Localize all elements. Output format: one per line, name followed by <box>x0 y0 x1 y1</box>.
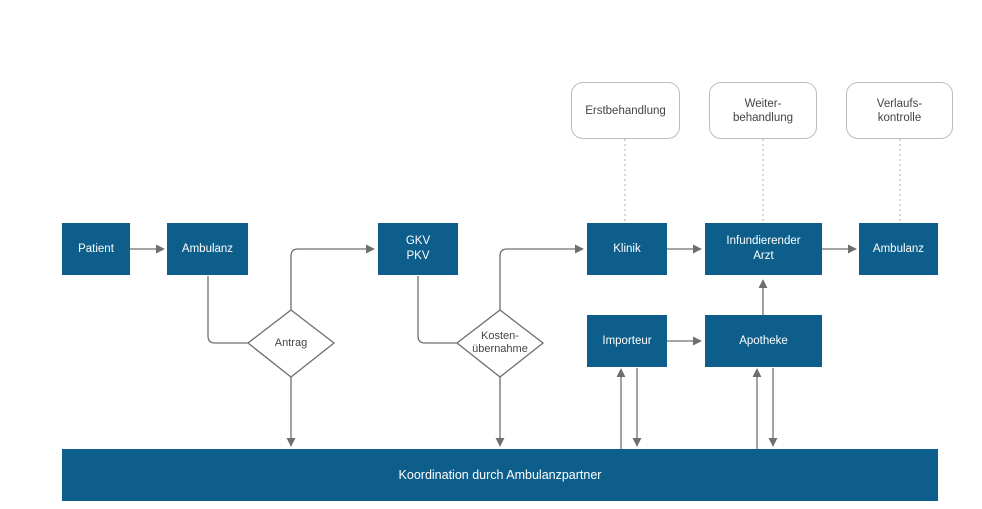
node-klinik: Klinik <box>587 223 667 275</box>
node-gkv-pkv: GKV PKV <box>378 223 458 275</box>
decision-antrag: Antrag <box>274 336 308 349</box>
node-apotheke: Apotheke <box>705 315 822 367</box>
decision-kostenuebernahme: Kosten- übernahme <box>472 330 528 355</box>
coordination-bar: Koordination durch Ambulanzpartner <box>62 449 938 501</box>
phase-verlaufskontrolle: Verlaufs- kontrolle <box>846 82 953 139</box>
arrow-antrag-gkv <box>290 244 375 310</box>
node-importeur: Importeur <box>587 315 667 367</box>
node-ambulanz-end: Ambulanz <box>859 223 938 275</box>
arrow-kosten-klinik <box>499 244 584 310</box>
line-gkv-kosten <box>417 276 459 344</box>
line-ambulanz-antrag <box>207 276 249 344</box>
phase-weiterbehandlung: Weiter- behandlung <box>709 82 817 139</box>
diamond-antrag-shape <box>246 309 336 378</box>
node-patient: Patient <box>62 223 130 275</box>
phase-erstbehandlung: Erstbehandlung <box>571 82 680 139</box>
diamond-kosten-shape <box>455 309 545 378</box>
node-ambulanz-start: Ambulanz <box>167 223 248 275</box>
node-infundierender-arzt: Infundierender Arzt <box>705 223 822 275</box>
